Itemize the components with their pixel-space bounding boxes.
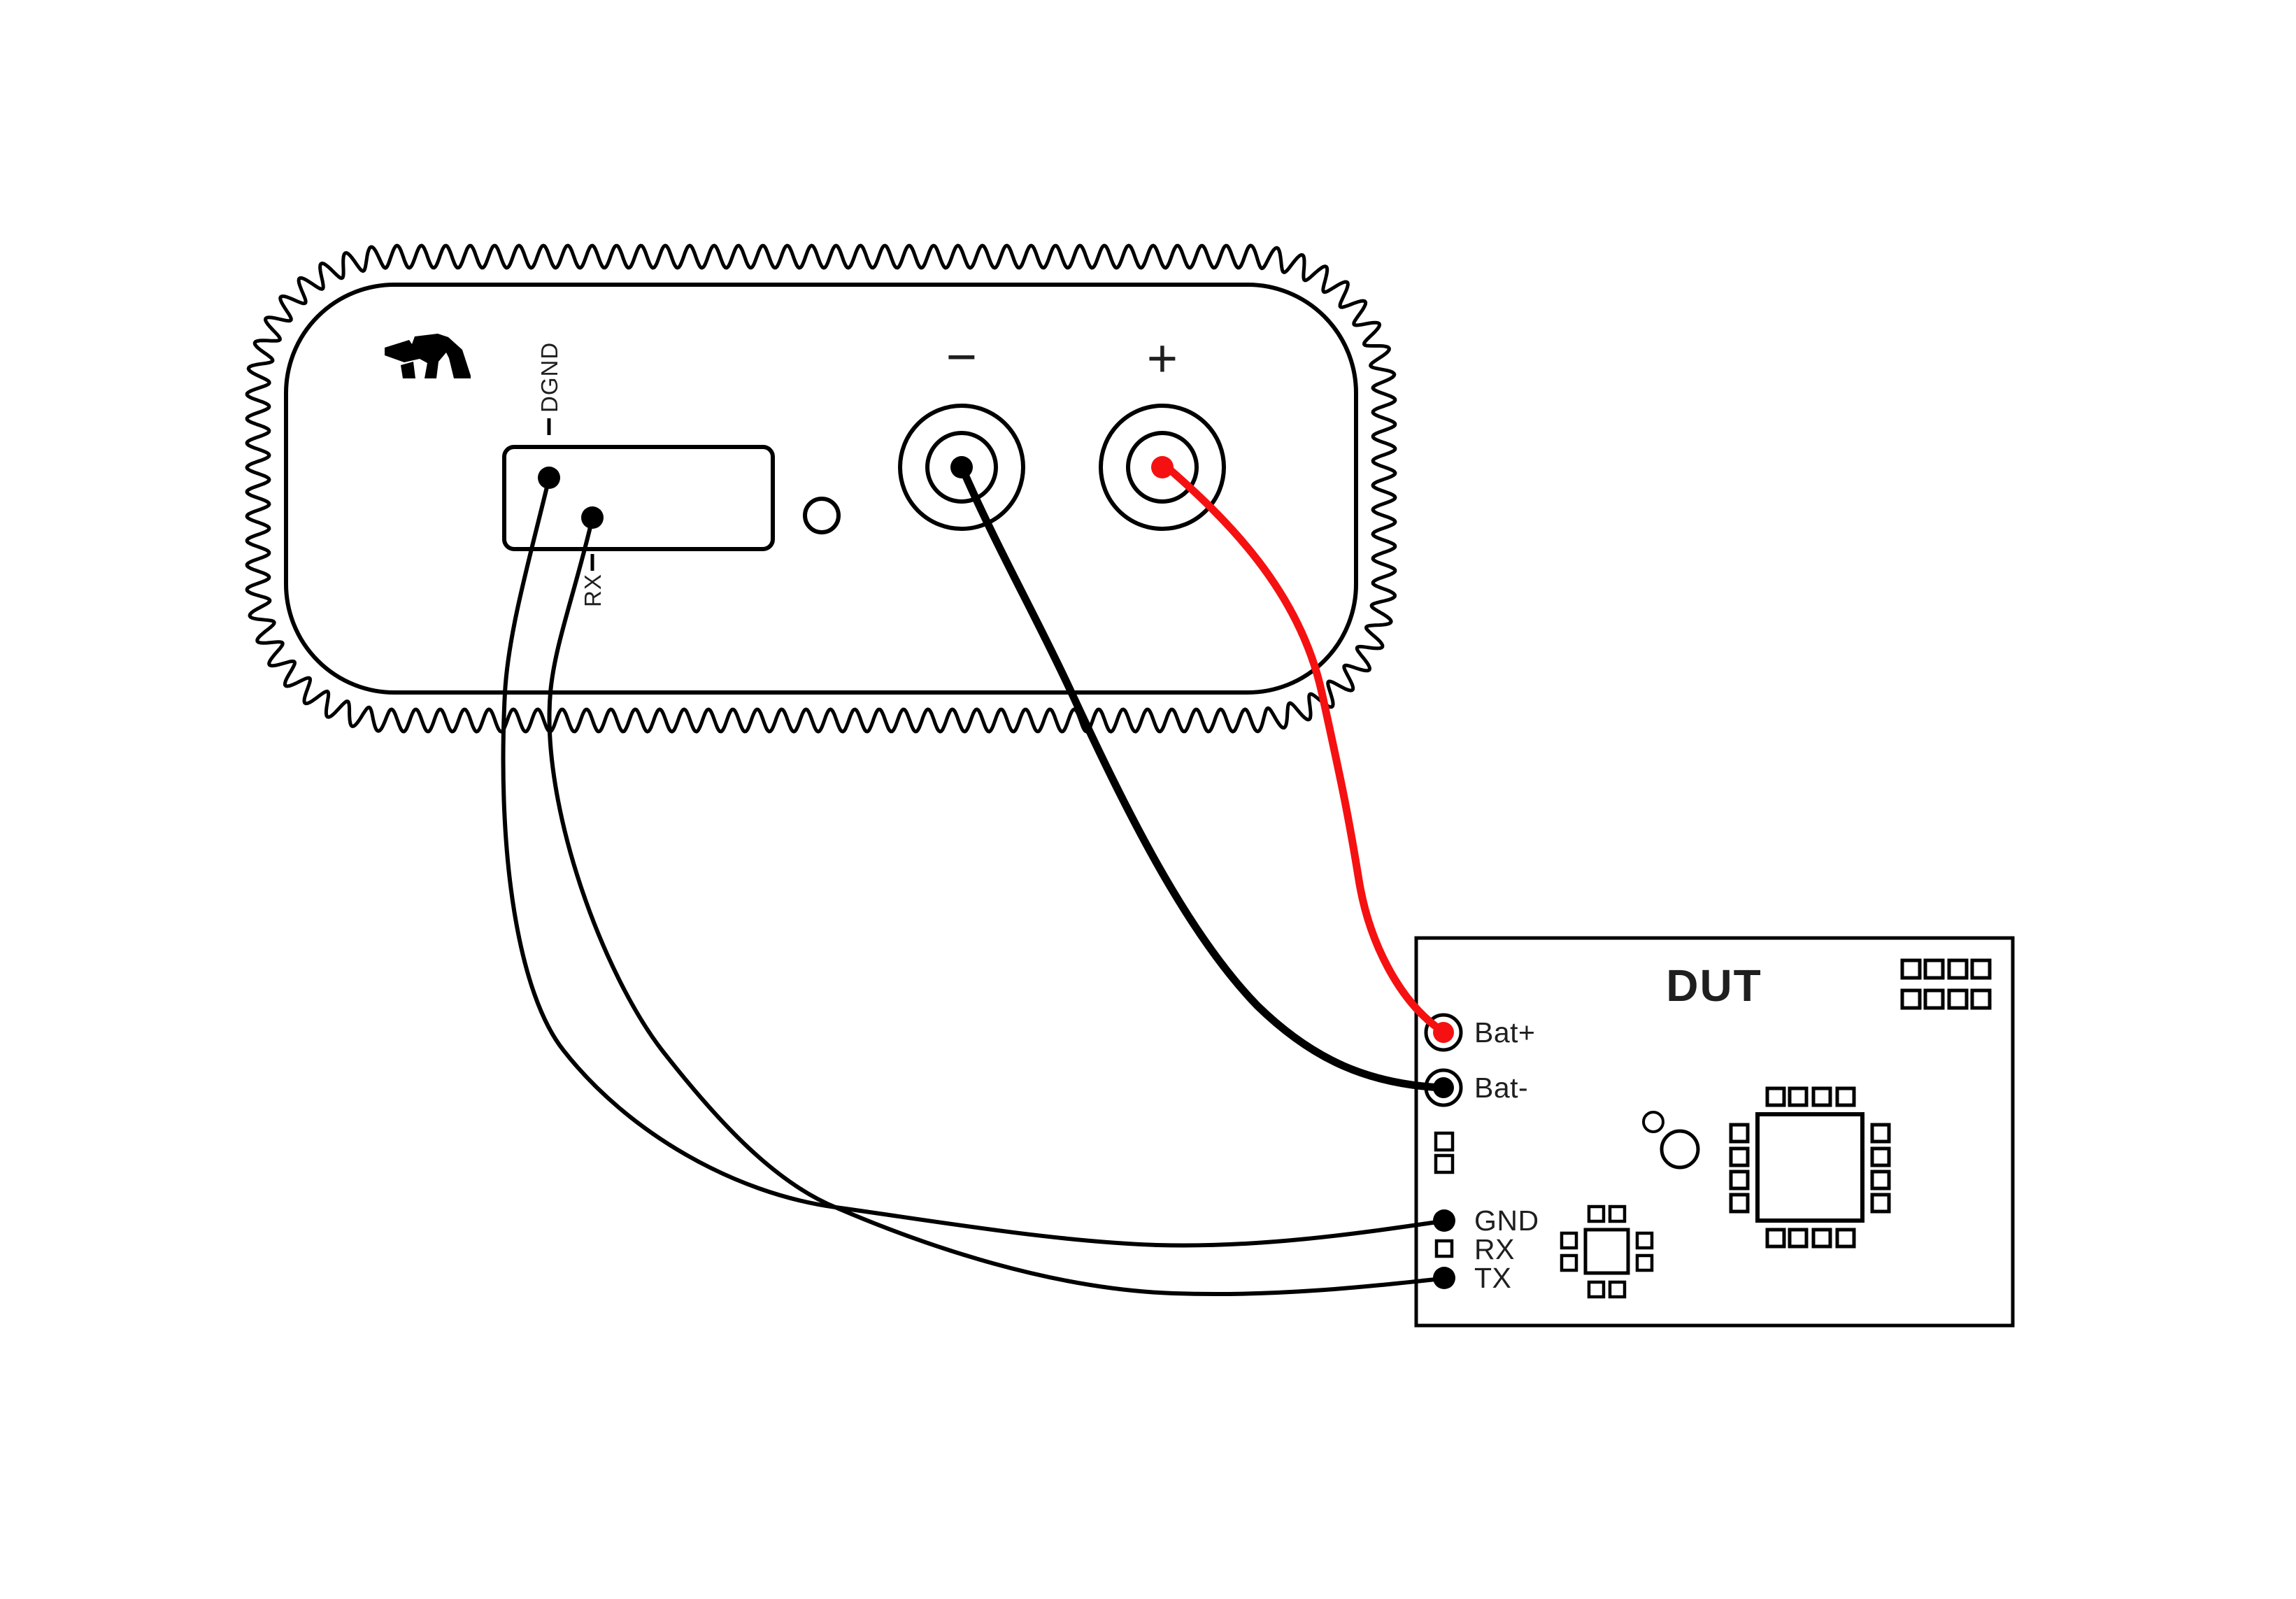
pad (1587, 1280, 1606, 1299)
dut-pin-gnd: GND (1433, 1204, 1539, 1237)
dut-header-pads (1900, 958, 1992, 1010)
device-serial-connector: DGND RX (502, 342, 775, 607)
pad (1900, 958, 1922, 980)
pad (1870, 1170, 1891, 1191)
large-ic-body (1755, 1112, 1864, 1223)
dut-two-pin-pads (1434, 1131, 1455, 1174)
wire-rx-to-tx (547, 516, 1444, 1297)
device-wavy-border (245, 243, 1397, 734)
wire-dgnd-to-gnd (501, 476, 1444, 1248)
terminal-negative-outer-ring (898, 404, 1025, 531)
pad (1811, 1086, 1832, 1107)
pad (1870, 1146, 1891, 1167)
connector-outline (502, 445, 775, 551)
pad (1947, 958, 1969, 980)
pad (1835, 1086, 1856, 1107)
wire-negative (959, 466, 1446, 1092)
dut-pin-bat-minus: Bat- (1424, 1068, 1528, 1107)
rx-label: RX (1474, 1233, 1515, 1265)
pad (1970, 988, 1992, 1010)
pad (1608, 1280, 1627, 1299)
gnd-dot (1433, 1209, 1455, 1232)
pad (1870, 1193, 1891, 1214)
pad (1635, 1231, 1654, 1250)
negative-sign: − (946, 327, 977, 387)
pad (1923, 988, 1945, 1010)
pad (1970, 958, 1992, 980)
dut-board: DUT Bat+ Bat- GND RX TX (1414, 936, 2015, 1328)
device-terminal-negative: − (898, 327, 1025, 531)
pad (1788, 1086, 1809, 1107)
pad (1729, 1170, 1750, 1191)
pad (1947, 988, 1969, 1010)
pad (1729, 1146, 1750, 1167)
pad (1587, 1204, 1606, 1223)
pad (1729, 1123, 1750, 1144)
pad (1560, 1253, 1578, 1272)
pad (1434, 1153, 1455, 1174)
mounting-hole-small (1642, 1111, 1664, 1133)
terminal-negative-inner-ring (925, 431, 998, 504)
pad (1765, 1086, 1786, 1107)
connector-dgnd-label: DGND (536, 342, 562, 413)
bear-logo-icon (385, 334, 471, 378)
power-supply-device: DGND RX − + (245, 243, 1397, 734)
pad (1811, 1228, 1832, 1249)
positive-sign: + (1147, 329, 1178, 388)
large-ic (1729, 1086, 1891, 1249)
tx-dot (1433, 1267, 1455, 1289)
small-ic (1560, 1204, 1654, 1299)
dut-title: DUT (1666, 960, 1762, 1011)
small-ic-body (1583, 1228, 1630, 1275)
terminal-positive-inner-ring (1126, 431, 1199, 504)
pad (1900, 988, 1922, 1010)
pad (1923, 958, 1945, 980)
pad (1635, 1253, 1654, 1272)
pad (1729, 1193, 1750, 1214)
rx-pad (1434, 1239, 1454, 1258)
bat-minus-label: Bat- (1474, 1072, 1528, 1104)
pad (1608, 1204, 1627, 1223)
pad (1765, 1228, 1786, 1249)
tx-label: TX (1474, 1262, 1511, 1294)
bat-plus-label: Bat+ (1474, 1016, 1535, 1049)
pad (1560, 1231, 1578, 1250)
pad (1788, 1228, 1809, 1249)
terminal-positive-outer-ring (1099, 404, 1226, 531)
small-ic-pads (1560, 1204, 1654, 1299)
dut-pin-tx: TX (1433, 1262, 1511, 1294)
pad (1434, 1131, 1455, 1152)
connector-rx-label: RX (580, 574, 606, 607)
indicator-led (803, 497, 841, 534)
dut-pin-rx: RX (1434, 1233, 1515, 1265)
wire-positive (1158, 459, 1446, 1035)
large-ic-pads (1729, 1086, 1891, 1249)
wires (501, 459, 1446, 1297)
mounting-hole-large (1660, 1129, 1700, 1170)
gnd-label: GND (1474, 1204, 1539, 1237)
device-body-outline (284, 283, 1358, 695)
pad (1835, 1228, 1856, 1249)
pad (1870, 1123, 1891, 1144)
device-terminal-positive: + (1099, 329, 1226, 531)
